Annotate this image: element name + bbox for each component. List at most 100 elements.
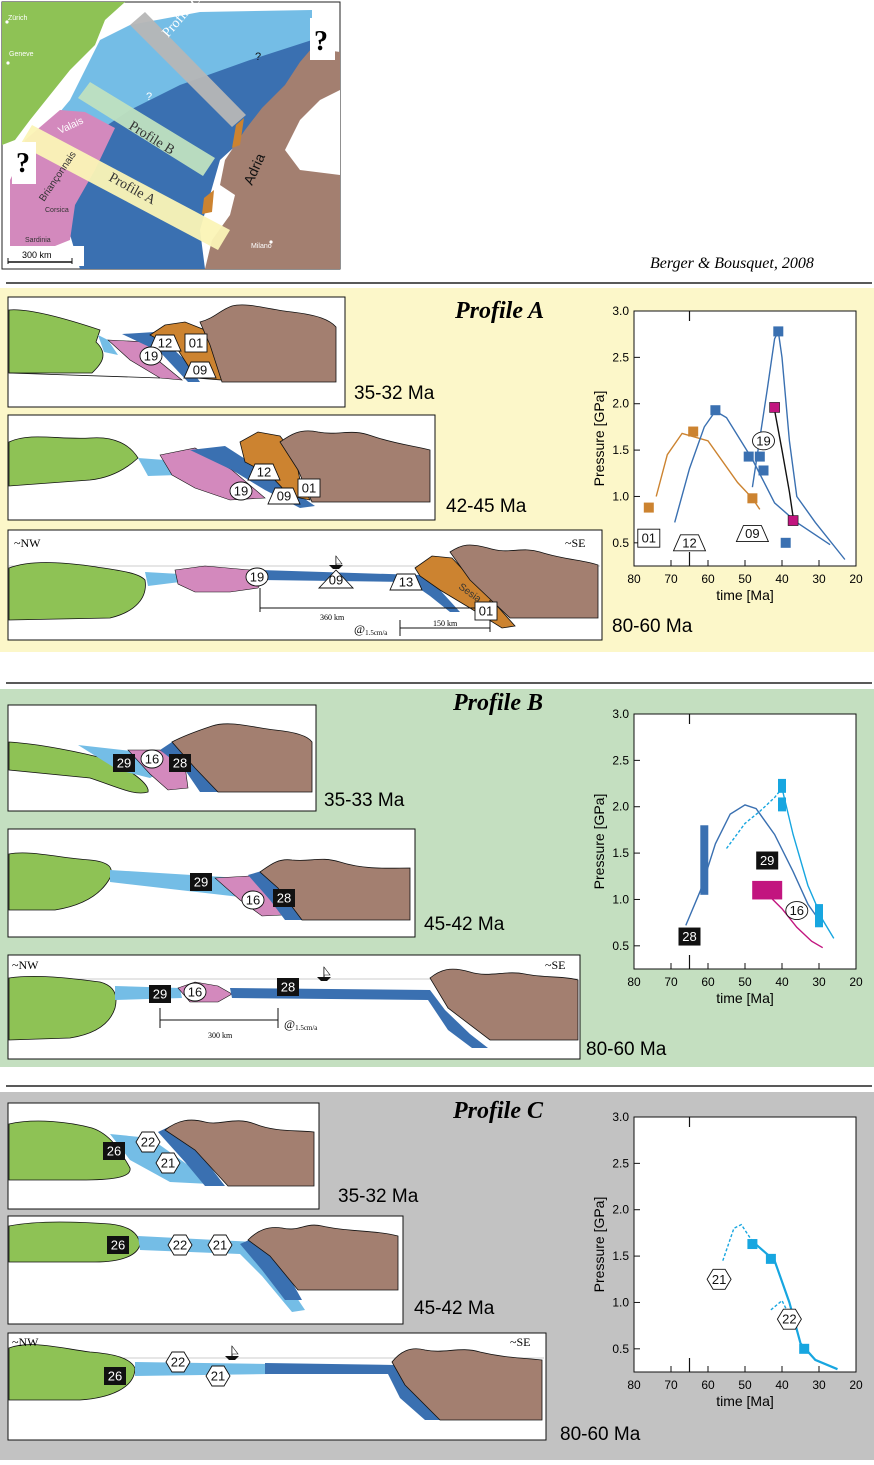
y-tick-label: 1.0: [612, 892, 629, 906]
question-east: ?: [314, 26, 328, 57]
chart-label-21-text: 21: [712, 1272, 726, 1287]
x-tick-label: 30: [812, 1378, 826, 1392]
sample-12-s2: 12: [247, 463, 281, 481]
sample-28-s2-text: 28: [277, 891, 291, 906]
sample-19-s3-text: 19: [250, 570, 264, 585]
y-tick-label: 0.5: [612, 536, 629, 550]
profile-b-age-2: 45-42 Ma: [424, 914, 505, 935]
x-tick-label: 20: [849, 1378, 863, 1392]
profile-c-age-2: 45-42 Ma: [414, 1298, 495, 1319]
sample-26-s1: 26: [103, 1142, 125, 1160]
sample-19-s1-text: 19: [144, 349, 158, 364]
series-19-marker-1: [787, 515, 799, 526]
x-tick-label: 40: [775, 572, 789, 586]
series-09-marker-1: [743, 451, 754, 462]
sample-16-s1-text: 16: [145, 752, 159, 767]
x-tick-label: 40: [775, 975, 789, 989]
y-axis-label: Pressure [GPa]: [591, 391, 607, 487]
x-tick-label: 50: [738, 1378, 752, 1392]
series-29-line: [781, 788, 835, 939]
y-tick-label: 1.0: [612, 489, 629, 503]
series-01-marker-0: [643, 502, 654, 513]
x-tick-label: 60: [701, 975, 715, 989]
sample-26-s2: 26: [107, 1236, 129, 1254]
sample-29-s3: 29: [149, 985, 171, 1003]
profile-b-age-3: 80-60 Ma: [586, 1039, 667, 1060]
x-tick-label: 80: [627, 572, 641, 586]
chart-plot-area: [633, 713, 857, 970]
citation: Berger & Bousquet, 2008: [650, 255, 814, 272]
chart-plot-area: [633, 310, 857, 567]
y-tick-label: 2.5: [612, 350, 629, 364]
series-09-marker-2: [754, 451, 765, 462]
profile-c-se: ~SE: [510, 1335, 531, 1349]
series-01-marker-2: [747, 493, 758, 504]
profile-b-section-3: [7, 954, 581, 1060]
sample-01-s2-text: 01: [302, 481, 316, 496]
sample-09-s1-text: 09: [193, 363, 207, 378]
city-zurich: Zürich: [8, 15, 28, 22]
sample-19-s1: 19: [139, 346, 163, 366]
chart-label-09-text: 09: [745, 526, 759, 541]
x-tick-label: 70: [664, 1378, 678, 1392]
sample-09-s2: 09: [267, 487, 301, 505]
profile-c-title: Profile C: [452, 1098, 544, 1124]
sample-21-s3-text: 21: [211, 1369, 225, 1384]
chart-label-12: 12: [672, 534, 707, 552]
series-29-range-1: [778, 797, 786, 812]
x-tick-label: 80: [627, 975, 641, 989]
chart-label-28-text: 28: [682, 929, 696, 944]
small-question-2: ?: [146, 91, 152, 103]
chart-label-21: 21: [706, 1268, 732, 1290]
city-corsica: Corsica: [45, 207, 69, 214]
sample-01-s3: 01: [474, 601, 498, 621]
profile-a-age-3: 80-60 Ma: [612, 616, 693, 637]
profile-b-rate: @1.5cm/a: [284, 1017, 318, 1032]
profile-c-age-1: 35-32 Ma: [338, 1186, 419, 1207]
sample-22-s2-text: 22: [173, 1238, 187, 1253]
scale-bar: 300 km: [4, 246, 84, 266]
sample-09-s2-text: 09: [277, 489, 291, 504]
x-tick-label: 70: [664, 975, 678, 989]
x-tick-label: 30: [812, 572, 826, 586]
question-box-east: [310, 18, 335, 60]
city-geneve: Geneve: [9, 51, 34, 58]
sample-09-s3: 09: [317, 569, 355, 589]
sample-12-s1-text: 12: [158, 336, 172, 351]
series-09-line: [751, 329, 846, 560]
profile-a-section-3: [7, 529, 603, 641]
x-tick-label: 20: [849, 572, 863, 586]
profile-a-dist-2: 150 km: [433, 619, 458, 628]
profile-c-section-3: [7, 1332, 547, 1441]
chart-label-29: 29: [756, 851, 779, 870]
sample-28-s1-text: 28: [173, 756, 187, 771]
profile-a-rate: @1.5cm/a: [354, 622, 388, 637]
city-zurich-dot: [5, 20, 9, 24]
sample-16-s2: 16: [241, 890, 265, 910]
y-axis-label: Pressure [GPa]: [591, 1197, 607, 1293]
sample-16-s2-text: 16: [246, 893, 260, 908]
x-tick-label: 60: [701, 1378, 715, 1392]
chart-label-16: 16: [785, 901, 809, 921]
sample-16-s3: 16: [183, 982, 207, 1002]
series-16-line: [763, 889, 824, 949]
y-tick-label: 0.5: [612, 939, 629, 953]
small-question-1: ?: [255, 51, 261, 63]
sample-29-s1-text: 29: [117, 756, 131, 771]
chart-label-09: 09: [735, 525, 770, 542]
sample-01-s2: 01: [297, 478, 321, 498]
sample-13-s3: 13: [389, 573, 423, 591]
question-west: ?: [16, 148, 30, 179]
map-adria: [205, 48, 340, 269]
profile-b-section-1: [7, 704, 317, 812]
y-tick-label: 1.5: [612, 846, 629, 860]
y-tick-label: 1.0: [612, 1295, 629, 1309]
sample-28-s3: 28: [277, 978, 299, 996]
sample-29-s2-text: 29: [194, 875, 208, 890]
series-12-marker-0: [710, 405, 721, 416]
map-europe: [2, 2, 125, 145]
x-tick-label: 80: [627, 1378, 641, 1392]
